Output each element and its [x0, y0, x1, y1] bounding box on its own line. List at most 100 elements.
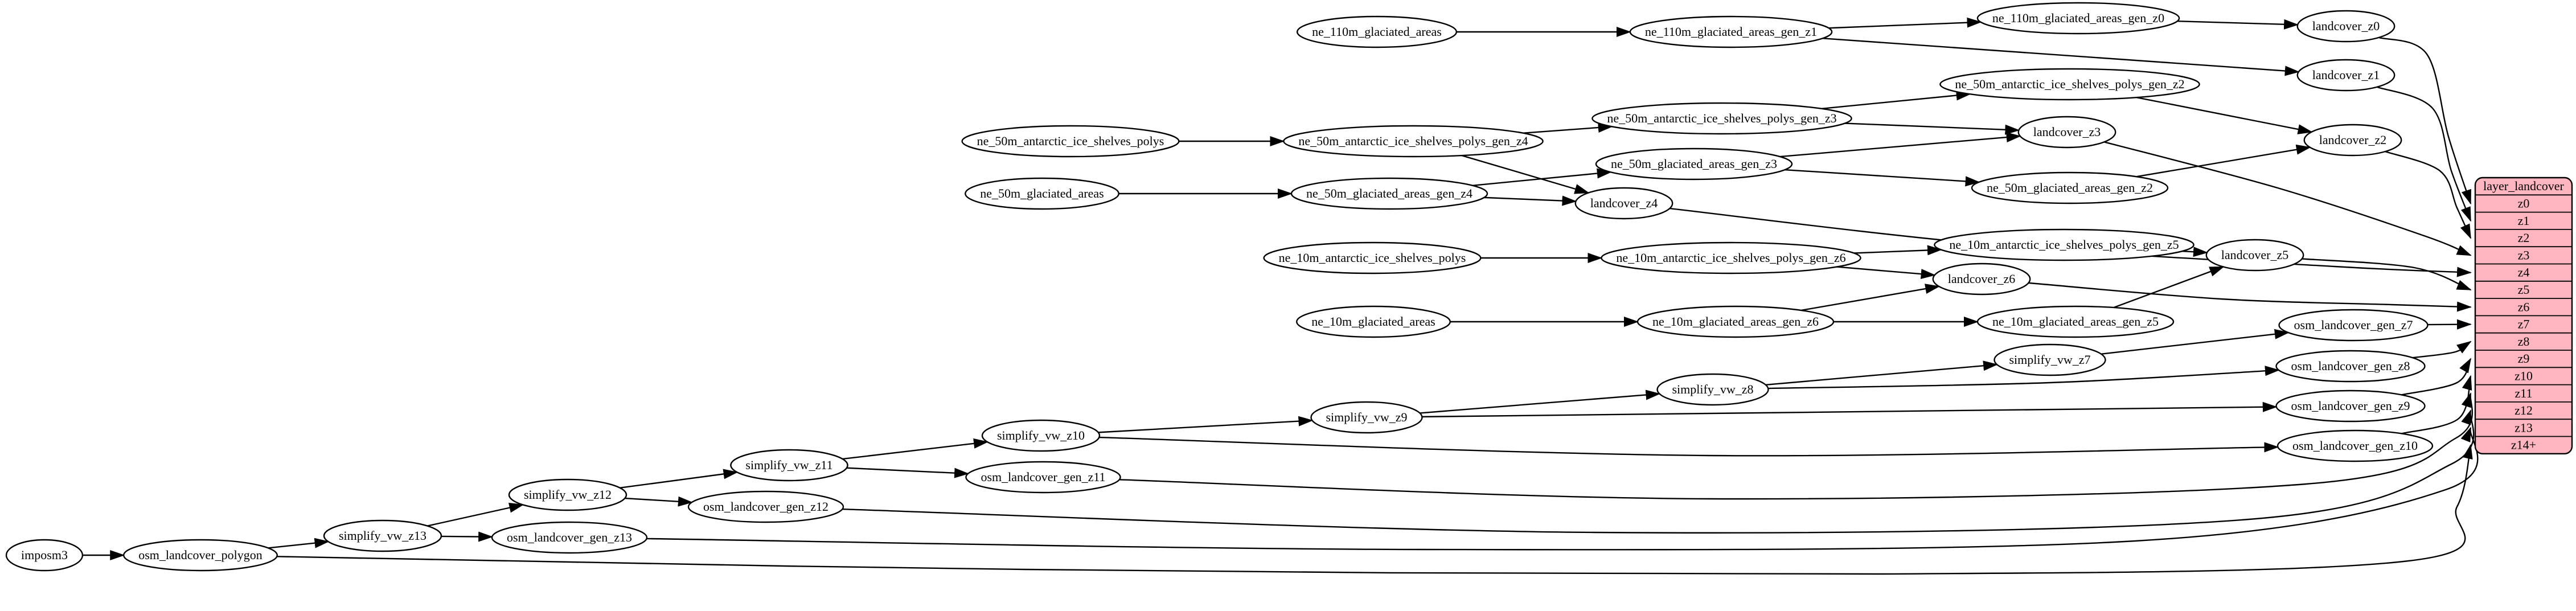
edge-simplify_vw_z8-to-simplify_vw_z7 [1765, 360, 1999, 386]
node-label-landcover_z0: landcover_z0 [2312, 19, 2380, 33]
node-ellipse-ne_50m_glaciated_areas_gen_z3 [1595, 147, 1793, 181]
node-osm_landcover_gen_z10: osm_landcover_gen_z10 [2276, 429, 2434, 462]
edge-landcover_z3-to-row-z3 [2104, 141, 2472, 256]
edge-osm_landcover_gen_z10-to-row-z10 [2401, 375, 2472, 434]
node-label-osm_landcover_gen_z12: osm_landcover_gen_z12 [703, 499, 828, 514]
table-row-z6: z6 [2518, 300, 2530, 314]
table-row-z10: z10 [2515, 368, 2533, 383]
node-label-simplify_vw_z10: simplify_vw_z10 [997, 428, 1085, 442]
edge-ne_10m_antarctic_ice_shelves_polys_gen_z6-to-landcover_z6 [1836, 266, 1936, 280]
table-row-z9: z9 [2518, 351, 2530, 366]
node-ellipse-ne_110m_glaciated_areas_gen_z0 [1976, 2, 2180, 35]
node-label-simplify_vw_z7: simplify_vw_z7 [2009, 352, 2091, 367]
node-ellipse-landcover_z6 [1932, 263, 2031, 296]
node-ne_110m_glaciated_areas_gen_z1: ne_110m_glaciated_areas_gen_z1 [1629, 15, 1833, 48]
node-label-osm_landcover_gen_z10: osm_landcover_gen_z10 [2292, 438, 2418, 453]
edge-osm_landcover_gen_z13-to-row-z13 [646, 427, 2479, 551]
node-ellipse-ne_50m_antarctic_ice_shelves_polys_gen_z3 [1591, 102, 1852, 135]
node-ellipse-simplify_vw_z13 [323, 519, 442, 552]
node-ne_10m_glaciated_areas_gen_z5: ne_10m_glaciated_areas_gen_z5 [1976, 305, 2175, 338]
node-ne_10m_antarctic_ice_shelves_polys: ne_10m_antarctic_ice_shelves_polys [1263, 241, 1482, 274]
table-row-z12: z12 [2515, 403, 2533, 417]
node-label-osm_landcover_gen_z7: osm_landcover_gen_z7 [2294, 318, 2413, 332]
node-ellipse-imposm3 [5, 539, 84, 572]
edge-ne_50m_glaciated_areas_gen_z2-to-landcover_z2 [2136, 144, 2311, 178]
edge-landcover_z6-to-row-z6 [2028, 282, 2472, 312]
edge-ne_10m_antarctic_ice_shelves_polys_gen_z5-to-landcover_z5 [2182, 247, 2208, 257]
node-simplify_vw_z8: simplify_vw_z8 [1656, 373, 1769, 406]
node-label-ne_10m_glaciated_areas_gen_z5: ne_10m_glaciated_areas_gen_z5 [1992, 314, 2159, 329]
node-ellipse-ne_10m_antarctic_ice_shelves_polys_gen_z6 [1601, 241, 1861, 274]
table-row-z13: z13 [2515, 420, 2533, 434]
node-label-ne_50m_antarctic_ice_shelves_polys_gen_z3: ne_50m_antarctic_ice_shelves_polys_gen_z… [1607, 111, 1836, 125]
node-label-osm_landcover_gen_z9: osm_landcover_gen_z9 [2291, 399, 2410, 413]
edge-osm_landcover_gen_z11-to-row-z11 [1119, 392, 2473, 500]
node-ellipse-osm_landcover_gen_z12 [687, 490, 844, 523]
edge-simplify_vw_z9-to-osm_landcover_gen_z9 [1422, 401, 2278, 418]
node-label-landcover_z6: landcover_z6 [1948, 272, 2016, 286]
node-ne_50m_antarctic_ice_shelves_polys_gen_z4: ne_50m_antarctic_ice_shelves_polys_gen_z… [1283, 125, 1544, 158]
node-osm_landcover_gen_z13: osm_landcover_gen_z13 [491, 521, 648, 554]
node-ellipse-simplify_vw_z7 [1993, 343, 2106, 376]
node-label-ne_50m_glaciated_areas_gen_z2: ne_50m_glaciated_areas_gen_z2 [1987, 181, 2153, 195]
node-simplify_vw_z12: simplify_vw_z12 [508, 478, 627, 511]
table-layer_landcover: layer_landcoverz0z1z2z3z4z5z6z7z8z9z10z1… [2474, 177, 2573, 454]
node-ne_50m_antarctic_ice_shelves_polys_gen_z2: ne_50m_antarctic_ice_shelves_polys_gen_z… [1939, 68, 2200, 101]
node-ellipse-ne_50m_antarctic_ice_shelves_polys [961, 125, 1180, 158]
node-ellipse-simplify_vw_z10 [981, 419, 1101, 452]
edge-landcover_z1-to-row-z1 [2377, 86, 2472, 222]
node-ne_50m_antarctic_ice_shelves_polys: ne_50m_antarctic_ice_shelves_polys [961, 125, 1180, 158]
node-label-ne_50m_antarctic_ice_shelves_polys_gen_z2: ne_50m_antarctic_ice_shelves_polys_gen_z… [1955, 77, 2184, 91]
node-landcover_z2: landcover_z2 [2303, 124, 2402, 157]
node-ne_10m_antarctic_ice_shelves_polys_gen_z6: ne_10m_antarctic_ice_shelves_polys_gen_z… [1601, 241, 1861, 274]
node-label-landcover_z4: landcover_z4 [1590, 196, 1658, 210]
nodes-layer: imposm3 osm_landcover_polygon simplify_vw_… [5, 2, 2434, 572]
node-label-landcover_z5: landcover_z5 [2221, 248, 2289, 262]
node-label-simplify_vw_z8: simplify_vw_z8 [1672, 382, 1754, 396]
edge-osm_landcover_polygon-to-simplify_vw_z13 [268, 538, 330, 549]
edge-landcover_z5-to-row-z5 [2302, 258, 2472, 291]
node-landcover_z3: landcover_z3 [2017, 116, 2116, 149]
node-label-imposm3: imposm3 [21, 548, 68, 562]
node-ellipse-ne_110m_glaciated_areas [1296, 15, 1458, 48]
node-simplify_vw_z7: simplify_vw_z7 [1993, 343, 2106, 376]
node-ellipse-simplify_vw_z8 [1656, 373, 1769, 406]
node-ne_50m_glaciated_areas_gen_z4: ne_50m_glaciated_areas_gen_z4 [1290, 177, 1488, 210]
table-row-z14+: z14+ [2511, 438, 2536, 452]
node-ellipse-ne_50m_glaciated_areas_gen_z2 [1971, 171, 2169, 204]
node-ellipse-landcover_z5 [2205, 239, 2304, 272]
edge-ne_50m_antarctic_ice_shelves_polys_gen_z4-to-ne_50m_antarctic_ice_shelves_polys_gen_z3 [1523, 122, 1613, 134]
node-osm_landcover_gen_z11: osm_landcover_gen_z11 [965, 461, 1121, 494]
node-label-ne_10m_antarctic_ice_shelves_polys_gen_z5: ne_10m_antarctic_ice_shelves_polys_gen_z… [1949, 237, 2179, 252]
node-simplify_vw_z9: simplify_vw_z9 [1310, 401, 1423, 434]
node-ellipse-landcover_z2 [2303, 124, 2402, 157]
node-ne_110m_glaciated_areas_gen_z0: ne_110m_glaciated_areas_gen_z0 [1976, 2, 2180, 35]
node-osm_landcover_polygon: osm_landcover_polygon [123, 539, 278, 572]
edges-layer [82, 17, 2479, 575]
edge-ne_50m_antarctic_ice_shelves_polys_gen_z3-to-landcover_z3 [1844, 122, 2020, 135]
edge-simplify_vw_z13-to-osm_landcover_gen_z13 [441, 531, 494, 542]
node-landcover_z5: landcover_z5 [2205, 239, 2304, 272]
node-label-simplify_vw_z9: simplify_vw_z9 [1326, 410, 1408, 424]
edge-ne_110m_glaciated_areas_gen_z0-to-landcover_z0 [2177, 19, 2299, 30]
node-simplify_vw_z11: simplify_vw_z11 [730, 449, 848, 482]
edge-ne_10m_antarctic_ice_shelves_polys_gen_z6-to-ne_10m_antarctic_ice_shelves_polys_gen_z5 [1854, 245, 1942, 256]
node-osm_landcover_gen_z12: osm_landcover_gen_z12 [687, 490, 844, 523]
edge-simplify_vw_z12-to-simplify_vw_z11 [620, 469, 739, 489]
node-landcover_z6: landcover_z6 [1932, 263, 2031, 296]
node-ellipse-ne_10m_glaciated_areas [1296, 305, 1451, 338]
table-row-z0: z0 [2518, 196, 2530, 210]
node-ellipse-ne_50m_glaciated_areas [965, 177, 1119, 210]
edge-osm_landcover_gen_z12-to-row-z12 [842, 409, 2475, 534]
node-simplify_vw_z10: simplify_vw_z10 [981, 419, 1101, 452]
node-label-landcover_z3: landcover_z3 [2033, 125, 2101, 139]
edge-simplify_vw_z8-to-osm_landcover_gen_z8 [1768, 366, 2280, 389]
edge-osm_landcover_gen_z9-to-row-z9 [2401, 358, 2472, 396]
node-ellipse-osm_landcover_gen_z10 [2276, 429, 2434, 462]
node-label-ne_50m_glaciated_areas_gen_z3: ne_50m_glaciated_areas_gen_z3 [1611, 157, 1777, 171]
node-label-osm_landcover_polygon: osm_landcover_polygon [138, 548, 262, 562]
table-row-z5: z5 [2518, 282, 2530, 297]
node-label-simplify_vw_z12: simplify_vw_z12 [524, 487, 612, 502]
node-ellipse-osm_landcover_gen_z13 [491, 521, 648, 554]
